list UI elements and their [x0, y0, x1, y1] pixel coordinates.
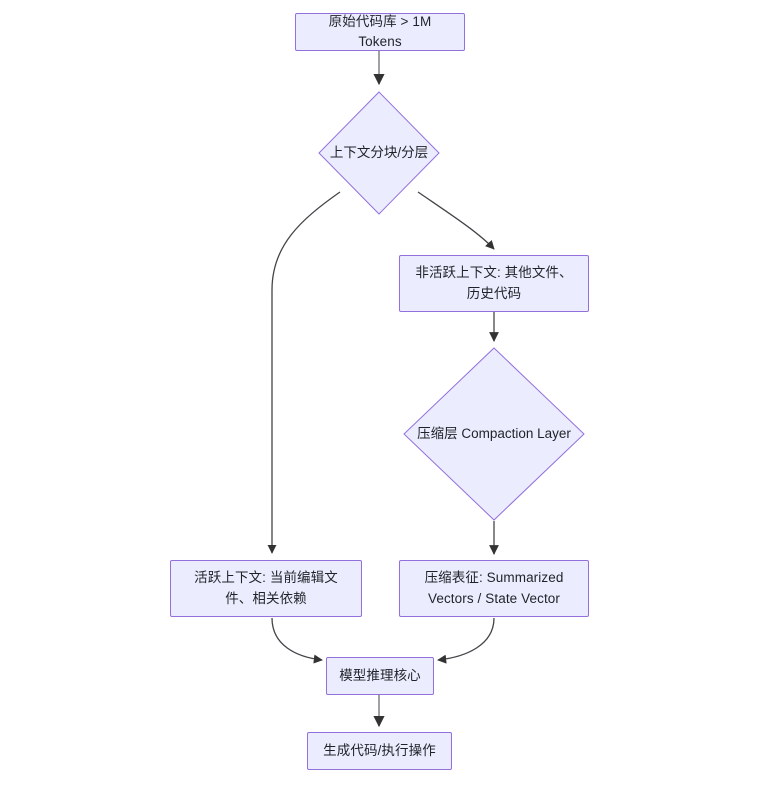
node-label: 原始代码库 > 1M Tokens	[328, 13, 432, 49]
node-model-inference-core[interactable]: 模型推理核心	[326, 657, 434, 695]
node-source-codebase[interactable]: 原始代码库 > 1M Tokens	[295, 13, 465, 51]
node-compaction-layer[interactable]: 压缩层 Compaction Layer	[403, 347, 585, 521]
node-label: 活跃上下文: 当前编辑文 件、相关依赖	[194, 570, 338, 606]
node-generate-code[interactable]: 生成代码/执行操作	[307, 732, 452, 770]
node-compressed-representation[interactable]: 压缩表征: Summarized Vectors / State Vector	[399, 560, 589, 617]
node-active-context[interactable]: 活跃上下文: 当前编辑文 件、相关依赖	[170, 560, 362, 617]
edge-n2-n5	[267, 191, 341, 554]
edge-n5-n7	[271, 617, 323, 664]
node-label: 模型推理核心	[339, 667, 421, 683]
node-label: 上下文分块/分层	[329, 144, 429, 160]
edge-n6-n7	[437, 617, 495, 664]
edge-n2-n3	[417, 191, 495, 250]
diamond-shape	[318, 91, 440, 215]
node-label: 压缩表征: Summarized Vectors / State Vector	[424, 570, 564, 606]
node-label: 非活跃上下文: 其他文件、 历史代码	[415, 265, 573, 301]
node-context-chunking[interactable]: 上下文分块/分层	[318, 91, 440, 215]
diamond-shape	[403, 347, 585, 521]
node-inactive-context[interactable]: 非活跃上下文: 其他文件、 历史代码	[399, 255, 589, 312]
node-label: 压缩层 Compaction Layer	[417, 425, 571, 441]
node-label: 生成代码/执行操作	[323, 742, 436, 758]
